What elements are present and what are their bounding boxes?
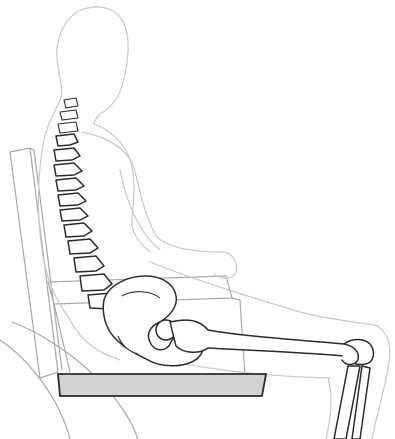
- spine-icon: [54, 98, 118, 309]
- cushion-icon: [58, 374, 266, 396]
- tibia-icon: [334, 366, 370, 439]
